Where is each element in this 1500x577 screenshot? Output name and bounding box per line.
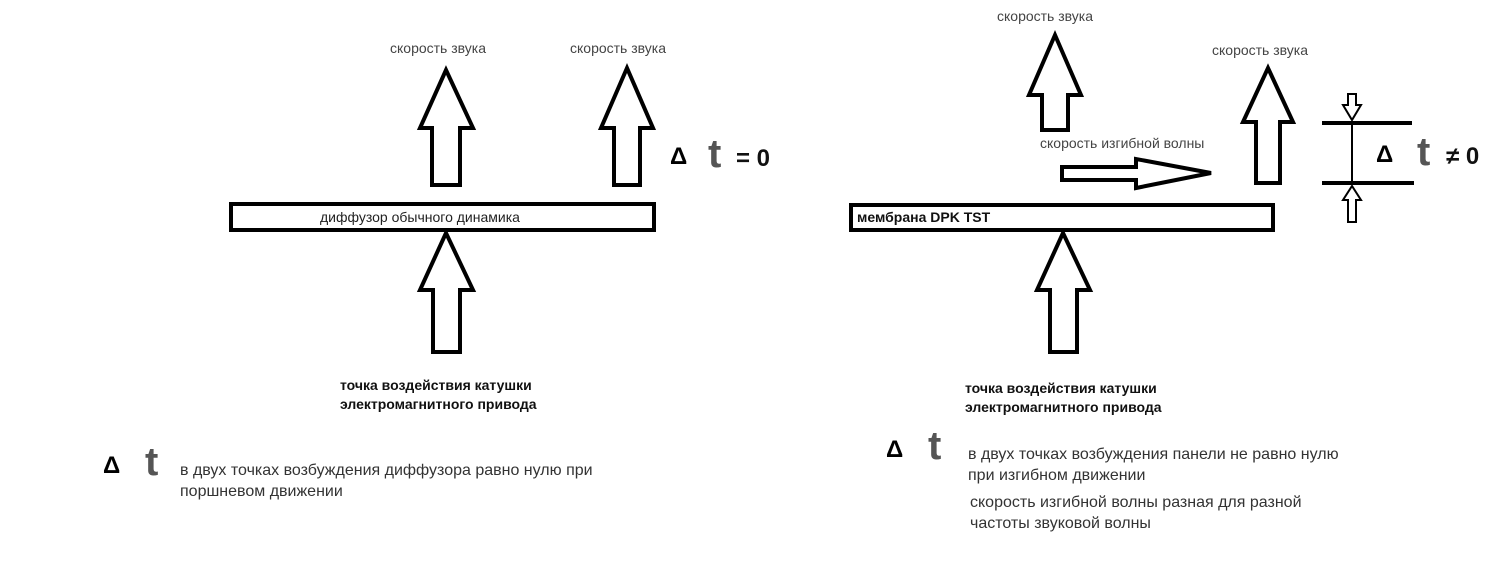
- coil-arrow-right: [1033, 228, 1094, 354]
- note-text: в двух точках возбуждения диффузора равн…: [180, 462, 593, 500]
- bending-wave-label: скорость изгибной волны: [1040, 135, 1205, 151]
- small-down-arrow: [1341, 93, 1363, 122]
- sound-speed-label: скорость звука: [997, 8, 1094, 24]
- membrane-bar: [849, 203, 1275, 232]
- coil-point-label: точка воздействия катушки электромагнитн…: [340, 377, 537, 412]
- delta-t-not-equals: ≠ 0: [1446, 143, 1480, 170]
- t-symbol: t: [1417, 130, 1431, 174]
- delta-symbol: Δ: [103, 452, 121, 479]
- up-arrow-left-2: [597, 62, 657, 187]
- diffuser-bar: [229, 202, 656, 232]
- delta-symbol: Δ: [886, 436, 904, 463]
- coil-point-label: точка воздействия катушки электромагнитн…: [965, 380, 1162, 415]
- note-text: в двух точках возбуждения панели не равн…: [968, 446, 1339, 484]
- bending-wave-arrow: [1060, 156, 1212, 191]
- diffuser-label: диффузор обычного динамика: [320, 209, 520, 225]
- coil-arrow-left: [416, 228, 477, 354]
- small-up-arrow: [1341, 184, 1363, 223]
- sound-speed-label: скорость звука: [1212, 42, 1309, 58]
- delta-symbol: Δ: [1376, 141, 1394, 168]
- t-symbol: t: [708, 132, 722, 176]
- sound-speed-label: скорость звука: [390, 40, 487, 56]
- t-symbol: t: [145, 440, 159, 484]
- sound-speed-label: скорость звука: [570, 40, 667, 56]
- delta-symbol: Δ: [670, 143, 688, 170]
- t-symbol: t: [928, 424, 942, 468]
- up-arrow-left-1: [416, 65, 477, 187]
- up-arrow-right-1: [1025, 29, 1085, 132]
- up-arrow-right-2: [1239, 63, 1297, 185]
- note-text: скорость изгибной волны разная для разно…: [970, 494, 1302, 532]
- delta-t-equals: = 0: [736, 145, 771, 172]
- membrane-label: мембрана DPK TST: [857, 209, 991, 225]
